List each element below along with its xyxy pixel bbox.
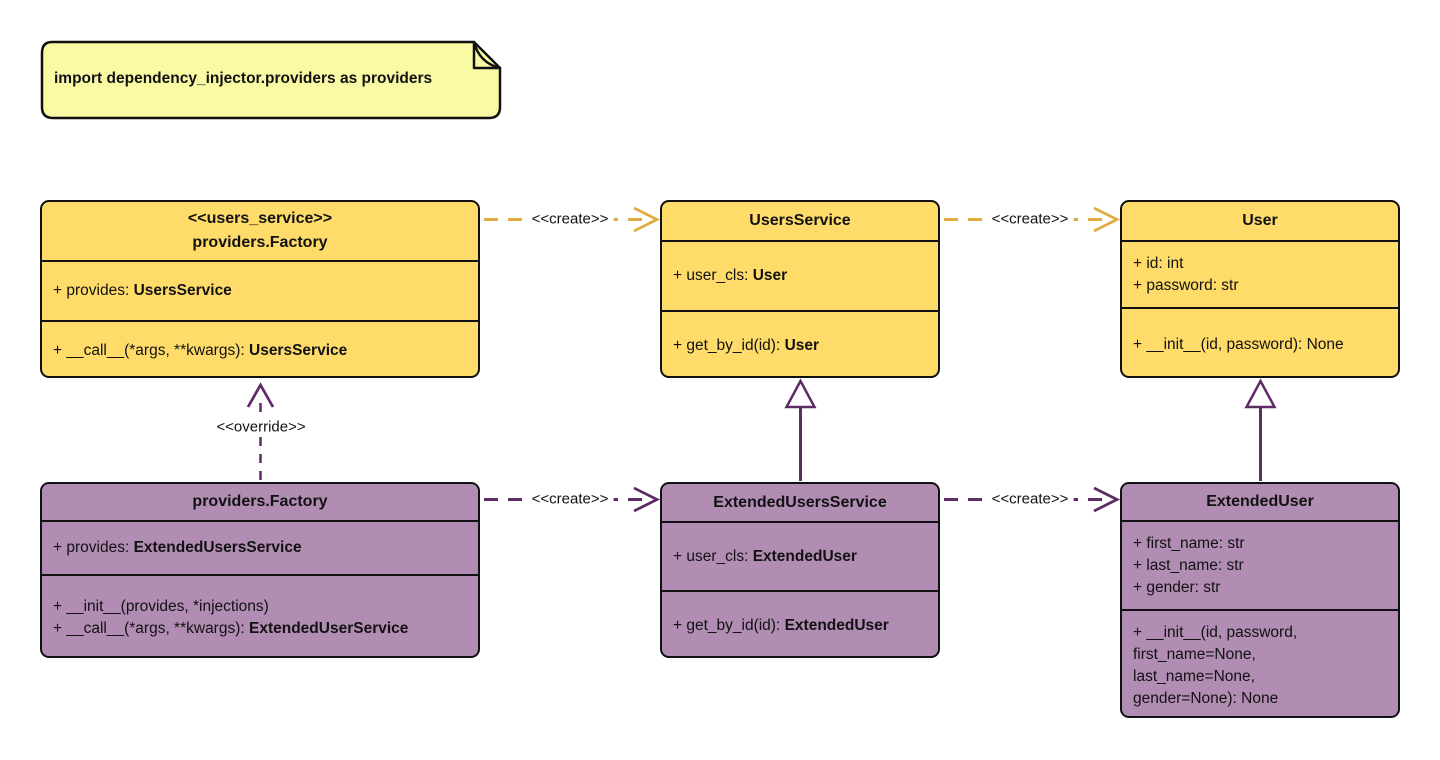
class-box-extended-user: ExtendedUser + first_name: str + last_na… — [1120, 482, 1400, 718]
create-edge-label: <<create>> — [986, 490, 1074, 508]
note-text: import dependency_injector.providers as … — [54, 70, 433, 87]
class-box-extended-users-service: ExtendedUsersService + user_cls: Extende… — [660, 482, 940, 658]
class-method: + get_by_id(id): User — [673, 337, 820, 354]
class-attribute: + gender: str — [1133, 578, 1221, 596]
class-name: User — [1242, 212, 1278, 229]
class-method: + get_by_id(id): ExtendedUser — [673, 617, 889, 634]
class-method: + __init__(provides, *injections) — [53, 598, 269, 615]
override-arrow — [246, 382, 275, 480]
class-method: gender=None): None — [1133, 689, 1279, 707]
class-methods: + __call__(*args, **kwargs): UsersServic… — [42, 320, 478, 380]
class-method: + __call__(*args, **kwargs): ExtendedUse… — [53, 620, 409, 637]
class-method: + __call__(*args, **kwargs): UsersServic… — [53, 342, 348, 359]
class-attributes: + user_cls: ExtendedUser — [662, 521, 938, 590]
class-header: UsersService — [662, 202, 938, 240]
class-attribute: + provides: ExtendedUsersService — [53, 539, 302, 556]
class-methods: + __init__(id, password, first_name=None… — [1122, 609, 1398, 720]
class-method: + __init__(id, password, — [1133, 623, 1298, 641]
class-attribute: + password: str — [1133, 276, 1239, 294]
class-attribute: + last_name: str — [1133, 556, 1244, 574]
inheritance-arrow — [1244, 378, 1277, 481]
class-methods: + __init__(id, password): None — [1122, 307, 1398, 380]
create-edge-label: <<create>> — [526, 210, 614, 228]
class-box-extended-factory: providers.Factory + provides: ExtendedUs… — [40, 482, 480, 658]
create-edge-label: <<create>> — [526, 490, 614, 508]
class-box-user: User + id: int + password: str + __init_… — [1120, 200, 1400, 378]
class-attributes: + provides: UsersService — [42, 260, 478, 320]
class-attributes: + user_cls: User — [662, 240, 938, 310]
class-name: providers.Factory — [192, 234, 328, 251]
create-edge-label: <<create>> — [986, 210, 1074, 228]
class-name: ExtendedUser — [1206, 493, 1314, 510]
class-attribute: + first_name: str — [1133, 534, 1245, 552]
class-method: first_name=None, — [1133, 645, 1256, 663]
inheritance-arrow — [784, 378, 817, 481]
class-methods: + __init__(provides, *injections) + __ca… — [42, 574, 478, 660]
note-fold-icon — [472, 40, 502, 70]
class-attribute: + id: int — [1133, 254, 1184, 272]
class-header: ExtendedUsersService — [662, 484, 938, 521]
class-attributes: + id: int + password: str — [1122, 240, 1398, 307]
import-note: import dependency_injector.providers as … — [40, 40, 502, 120]
note-shape — [40, 40, 502, 120]
class-attributes: + first_name: str + last_name: str + gen… — [1122, 520, 1398, 609]
class-method: last_name=None, — [1133, 667, 1255, 685]
class-box-users-service: UsersService + user_cls: User + get_by_i… — [660, 200, 940, 378]
class-methods: + get_by_id(id): User — [662, 310, 938, 380]
class-attribute: + user_cls: User — [673, 267, 788, 284]
class-name: providers.Factory — [192, 493, 328, 510]
class-header: providers.Factory — [42, 484, 478, 520]
class-attribute: + provides: UsersService — [53, 282, 232, 299]
class-name: ExtendedUsersService — [713, 493, 887, 511]
class-methods: + get_by_id(id): ExtendedUser — [662, 590, 938, 660]
class-header: <<users_service>> providers.Factory — [42, 202, 478, 260]
class-box-users-service-factory: <<users_service>> providers.Factory + pr… — [40, 200, 480, 378]
class-header: User — [1122, 202, 1398, 240]
class-method: + __init__(id, password): None — [1133, 335, 1344, 353]
class-name: UsersService — [749, 212, 851, 229]
class-attribute: + user_cls: ExtendedUser — [673, 547, 857, 565]
override-edge-label: <<override>> — [211, 418, 311, 436]
class-header: ExtendedUser — [1122, 484, 1398, 520]
class-stereotype: <<users_service>> — [187, 210, 333, 227]
class-attributes: + provides: ExtendedUsersService — [42, 520, 478, 574]
